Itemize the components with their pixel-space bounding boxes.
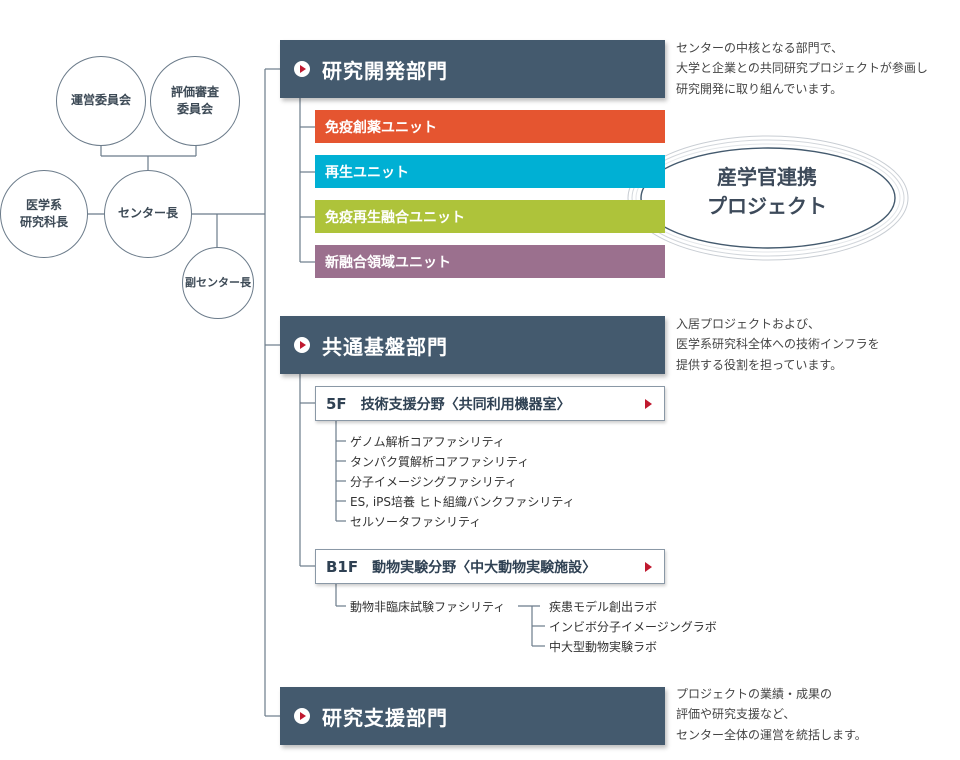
field-code: B1F (326, 557, 359, 576)
unit-new-fusion[interactable]: 新融合領域ユニット (315, 245, 665, 278)
play-icon (294, 61, 310, 77)
center-director: センター長 (104, 170, 192, 258)
vice-director: 副センター長 (182, 247, 254, 319)
field-name: 技術支援分野〈共同利用機器室〉 (360, 396, 571, 413)
arrow-right-icon (645, 562, 652, 572)
facility-item: 分子イメージングファシリティ (350, 475, 518, 489)
operating-committee: 運営委員会 (56, 56, 146, 146)
play-icon (294, 708, 310, 724)
dept-support-title: 研究支援部門 (322, 705, 448, 730)
unit-regeneration[interactable]: 再生ユニット (315, 155, 665, 188)
field-5f[interactable]: 5F 技術支援分野〈共同利用機器室〉 (315, 386, 665, 421)
lab-item: インビボ分子イメージングラボ (549, 620, 717, 634)
medical-dean: 医学系 研究科長 (0, 170, 88, 258)
facility-item: ES, iPS培養 ヒト組織バンクファシリティ (350, 495, 575, 509)
lab-item: 中大型動物実験ラボ (549, 640, 658, 654)
evaluation-committee: 評価審査 委員会 (150, 56, 240, 146)
unit-label: 免疫再生融合ユニット (325, 209, 465, 226)
dept-rd-title: 研究開発部門 (322, 58, 448, 83)
arrow-right-icon (645, 399, 652, 409)
unit-immuno-drug[interactable]: 免疫創薬ユニット (315, 110, 665, 143)
field-name: 動物実験分野〈中大動物実験施設〉 (372, 559, 597, 576)
play-icon (294, 337, 310, 353)
dept-infra[interactable]: 共通基盤部門 (280, 316, 665, 374)
dept-support[interactable]: 研究支援部門 (280, 687, 665, 745)
collaboration-project-label: 産学官連携 プロジェクト (707, 165, 827, 218)
facility-item: セルソータファシリティ (350, 515, 482, 529)
dept-infra-description: 入居プロジェクトおよび、 医学系研究科全体への技術インフラを 提供する役割を担っ… (676, 317, 880, 372)
unit-label: 新融合領域ユニット (325, 254, 451, 271)
lab-item: 疾患モデル創出ラボ (549, 600, 658, 614)
dept-rd-description: センターの中核となる部門で、 大学と企業との共同研究プロジェクトが参画し 研究開… (676, 41, 928, 96)
dept-support-description: プロジェクトの業績・成果の 評価や研究支援など、 センター全体の運営を統括します… (676, 687, 867, 742)
dept-infra-title: 共通基盤部門 (322, 334, 448, 359)
unit-label: 免疫創薬ユニット (325, 119, 437, 136)
facility-item: 動物非臨床試験ファシリティ (350, 600, 506, 614)
facility-item: ゲノム解析コアファシリティ (350, 435, 505, 449)
dept-rd[interactable]: 研究開発部門 (280, 40, 665, 98)
field-b1f[interactable]: B1F 動物実験分野〈中大動物実験施設〉 (315, 549, 665, 584)
unit-label: 再生ユニット (325, 164, 409, 181)
field-code: 5F (326, 394, 347, 413)
facility-item: タンパク質解析コアファシリティ (350, 455, 530, 469)
unit-immuno-regeneration[interactable]: 免疫再生融合ユニット (315, 200, 665, 233)
